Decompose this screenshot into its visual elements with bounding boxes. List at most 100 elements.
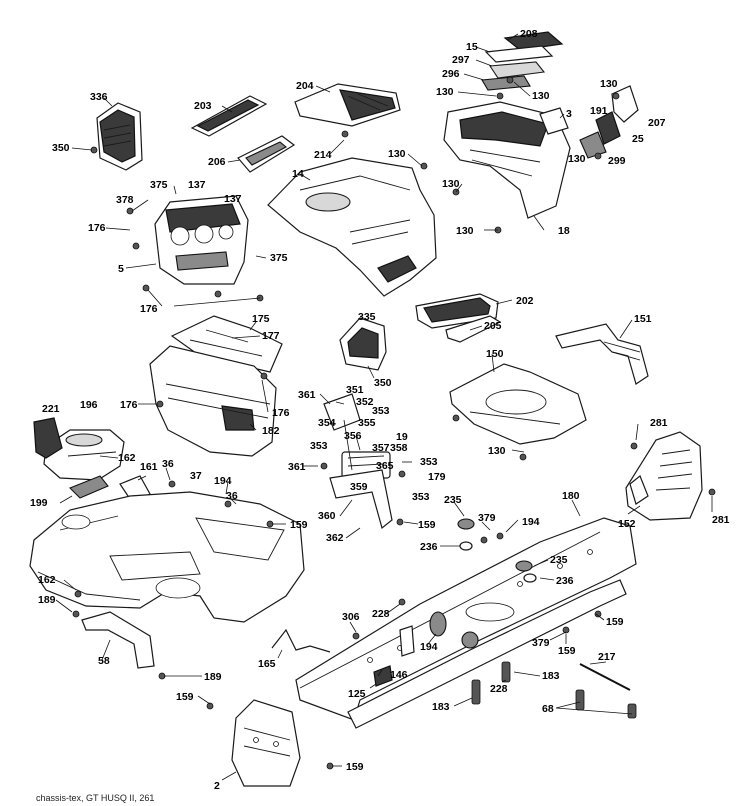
callout-191: 191 [590, 105, 608, 117]
bushing-parts [457, 518, 537, 583]
callout-176: 176 [140, 303, 158, 315]
front-bracket-part [231, 699, 301, 787]
lower-grille-parts [415, 293, 502, 343]
callout-146: 146 [390, 669, 408, 681]
callout-176: 176 [88, 222, 106, 234]
callout-159: 159 [606, 616, 624, 628]
louver-panel-part [339, 317, 387, 371]
callout-130: 130 [600, 78, 618, 90]
callout-296: 296 [442, 68, 460, 80]
callout-137: 137 [224, 193, 242, 205]
callout-235: 235 [444, 494, 462, 506]
callout-194: 194 [420, 641, 438, 653]
callout-203: 203 [194, 100, 212, 112]
callout-130: 130 [388, 148, 406, 160]
callout-336: 336 [90, 91, 108, 103]
front-grille-nose-part [443, 101, 571, 219]
callout-202: 202 [516, 295, 534, 307]
callout-179: 179 [428, 471, 446, 483]
callout-362: 362 [326, 532, 344, 544]
callout-350: 350 [52, 142, 70, 154]
callout-354: 354 [318, 417, 336, 429]
callout-159: 159 [418, 519, 436, 531]
callout-159: 159 [346, 761, 364, 773]
callout-130: 130 [568, 153, 586, 165]
callout-355: 355 [358, 417, 376, 429]
callout-281: 281 [650, 417, 668, 429]
callout-194: 159 [290, 519, 308, 531]
lower-dash-console-part [149, 345, 277, 457]
callout-152: 152 [618, 518, 636, 530]
callout-378: 378 [116, 194, 134, 206]
callout-159: 159 [558, 645, 576, 657]
callout-228: 228 [490, 683, 508, 695]
headlight-bracket-part [579, 85, 639, 159]
callout-208: 208 [520, 28, 538, 40]
callout-359: 359 [350, 481, 368, 493]
callout-299: 299 [608, 155, 626, 167]
callout-125: 125 [348, 688, 366, 700]
floor-pan-part [449, 363, 587, 445]
callout-176: 176 [120, 399, 138, 411]
callout-236: 236 [420, 541, 438, 553]
callout-177: 177 [262, 330, 280, 342]
body-fender-part [29, 491, 305, 623]
callout-356: 356 [344, 430, 362, 442]
callout-297: 297 [452, 54, 470, 66]
callout-361: 361 [288, 461, 306, 473]
callout-375: 375 [150, 179, 168, 191]
callout-130: 130 [532, 90, 550, 102]
callout-182: 182 [262, 425, 280, 437]
grille-strip-part [190, 95, 268, 137]
callout-183: 183 [542, 670, 560, 682]
callout-180: 180 [562, 490, 580, 502]
tie-rod-parts [471, 661, 637, 719]
callout-161: 161 [140, 461, 158, 473]
callout-159: 379 [478, 512, 496, 524]
callout-14: 14 [292, 168, 304, 180]
callout-205: 205 [484, 320, 502, 332]
callout-18: 18 [558, 225, 570, 237]
callout-206: 206 [208, 156, 226, 168]
callout-189: 189 [204, 671, 222, 683]
leader-lines [55, 33, 713, 781]
callout-221: 221 [42, 403, 60, 415]
dash-tower-part [154, 195, 249, 285]
callout-365: 365 [376, 460, 394, 472]
callout-357: 357 [372, 442, 390, 454]
callout-36: 36 [226, 490, 238, 502]
side-grille-part [96, 102, 143, 171]
callout-162: 162 [118, 452, 136, 464]
callout-281: 281 [712, 514, 730, 526]
callout-137: 137 [188, 179, 206, 191]
seat-part [625, 431, 703, 521]
callout-130: 130 [456, 225, 474, 237]
callout-353: 353 [310, 440, 328, 452]
callout-352: 352 [356, 396, 374, 408]
callout-350: 350 [374, 377, 392, 389]
callout-204: 204 [296, 80, 314, 92]
callout-15: 15 [466, 41, 478, 53]
headlight-assembly-parts [481, 31, 564, 91]
callout-189: 189 [38, 594, 56, 606]
callout-379: 194 [522, 516, 540, 528]
callout-196: 196 [80, 399, 98, 411]
callout-68: 68 [542, 703, 554, 715]
callout-150: 150 [486, 348, 504, 360]
callout-3: 3 [566, 108, 572, 120]
callout-375: 375 [270, 252, 288, 264]
hood-top-panel-part [294, 83, 401, 127]
callout-358: 358 [390, 442, 408, 454]
callout-379: 379 [532, 637, 550, 649]
callout-130: 130 [442, 178, 460, 190]
callout-2: 2 [214, 780, 220, 792]
dash-panel-part [237, 135, 296, 173]
callout-207: 207 [648, 117, 666, 129]
seat-bracket-assembly-part [323, 393, 393, 530]
callout-353: 353 [412, 491, 430, 503]
callout-36: 36 [162, 458, 174, 470]
callout-130: 130 [488, 445, 506, 457]
callout-217: 217 [598, 651, 616, 663]
hood-part [267, 157, 437, 297]
